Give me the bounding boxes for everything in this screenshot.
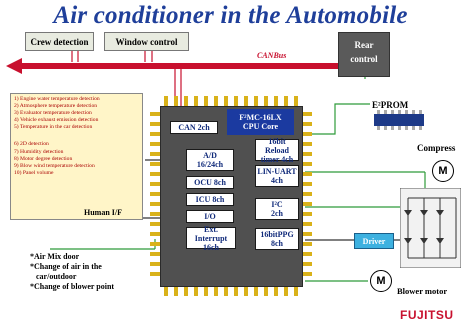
compressor-label: Compress	[417, 143, 456, 153]
canbus-arrow	[6, 58, 368, 74]
ad-line2: 16/24ch	[196, 160, 224, 169]
human-if-label: Human I/F	[84, 208, 123, 217]
window-control-box: Window control	[104, 32, 189, 51]
page-title: Air conditioner in the Automobile	[53, 2, 408, 29]
io-block: I/O	[186, 210, 234, 223]
ext-line2: 16ch	[203, 242, 219, 252]
cpu-line1: F²MC-16LX	[239, 113, 282, 122]
sensor-item: 5) Temperature in the car detection	[14, 124, 93, 131]
icu-block: ICU 8ch	[186, 193, 234, 206]
sensor-item: 4) Vehicle exhaust emission detection	[14, 117, 99, 124]
rear-control-line2: control	[350, 54, 378, 64]
eprom-chip-icon	[374, 110, 424, 130]
sensor-item: 6) 2D detection	[14, 141, 49, 148]
cpu-line2: CPU Core	[242, 122, 279, 131]
ppg-line1: 16bitPPG	[260, 230, 294, 239]
actuator-item: *Air Mix door	[30, 252, 80, 261]
actuator-item: *Change of air in the	[30, 262, 102, 271]
crew-detection-box: Crew detection	[25, 32, 94, 51]
driver-box: Driver	[354, 233, 394, 249]
blower-motor-icon: M	[370, 270, 392, 292]
sensor-item: 2) Atmosphere temperature detection	[14, 103, 98, 110]
actuator-list: *Air Mix door *Change of air in the car/…	[30, 252, 160, 292]
sensor-item: 1) Engine water temperature detection	[14, 96, 100, 102]
chip-pins	[150, 96, 312, 296]
blower-motor-label: Blower motor	[397, 286, 448, 296]
compressor-motor-icon: M	[432, 160, 454, 182]
actuator-item: *Change of blower point	[30, 282, 115, 291]
can-block: CAN 2ch	[170, 121, 218, 134]
ocu-block: OCU 8ch	[186, 176, 234, 189]
reload-line2: timer 4ch	[260, 154, 294, 164]
actuator-item: car/outdoor	[36, 272, 77, 281]
inverter-bridge-icon	[400, 188, 461, 268]
lin-uart-block: LIN-UART 4ch	[255, 165, 299, 187]
reload-line1: 16bit Reload	[265, 136, 289, 155]
rear-control-box: Rear control	[338, 32, 390, 77]
ppg-line2: 8ch	[271, 239, 283, 248]
canbus-label: CANBus	[257, 51, 287, 60]
i2c-block: I²C 2ch	[255, 198, 299, 220]
eprom-label: E²PROM	[372, 100, 409, 110]
ppg-block: 16bitPPG 8ch	[255, 228, 299, 250]
fujitsu-logo: FUJITSU	[400, 308, 454, 322]
sensor-item: 8) Motor degree detection	[14, 155, 73, 162]
sensor-item: 9) Blow wind temperature detection	[14, 162, 95, 169]
sensor-item: 10) Panel volume	[14, 169, 54, 176]
uart-line2: 4ch	[271, 176, 283, 185]
sensor-item: 3) Evaluator temperature detection	[14, 110, 92, 117]
cpu-core-block: F²MC-16LX CPU Core	[227, 109, 294, 135]
rear-control-line1: Rear	[354, 40, 374, 50]
reload-timer-block: 16bit Reload timer 4ch	[255, 136, 299, 164]
i2c-line1: I²C	[271, 200, 283, 209]
ad-converter-block: A/D 16/24ch	[186, 149, 234, 171]
i2c-line2: 2ch	[271, 209, 283, 218]
uart-line1: LIN-UART	[257, 167, 297, 176]
sensor-list: 1) Engine water temperature detection 2)…	[10, 93, 143, 220]
ext-interrupt-block: Ext. Interrupt 16ch	[186, 224, 236, 252]
sensor-item: 7) Humidity detection	[14, 148, 64, 155]
ad-line1: A/D	[203, 151, 217, 160]
ext-line1: Ext. Interrupt	[194, 224, 228, 243]
